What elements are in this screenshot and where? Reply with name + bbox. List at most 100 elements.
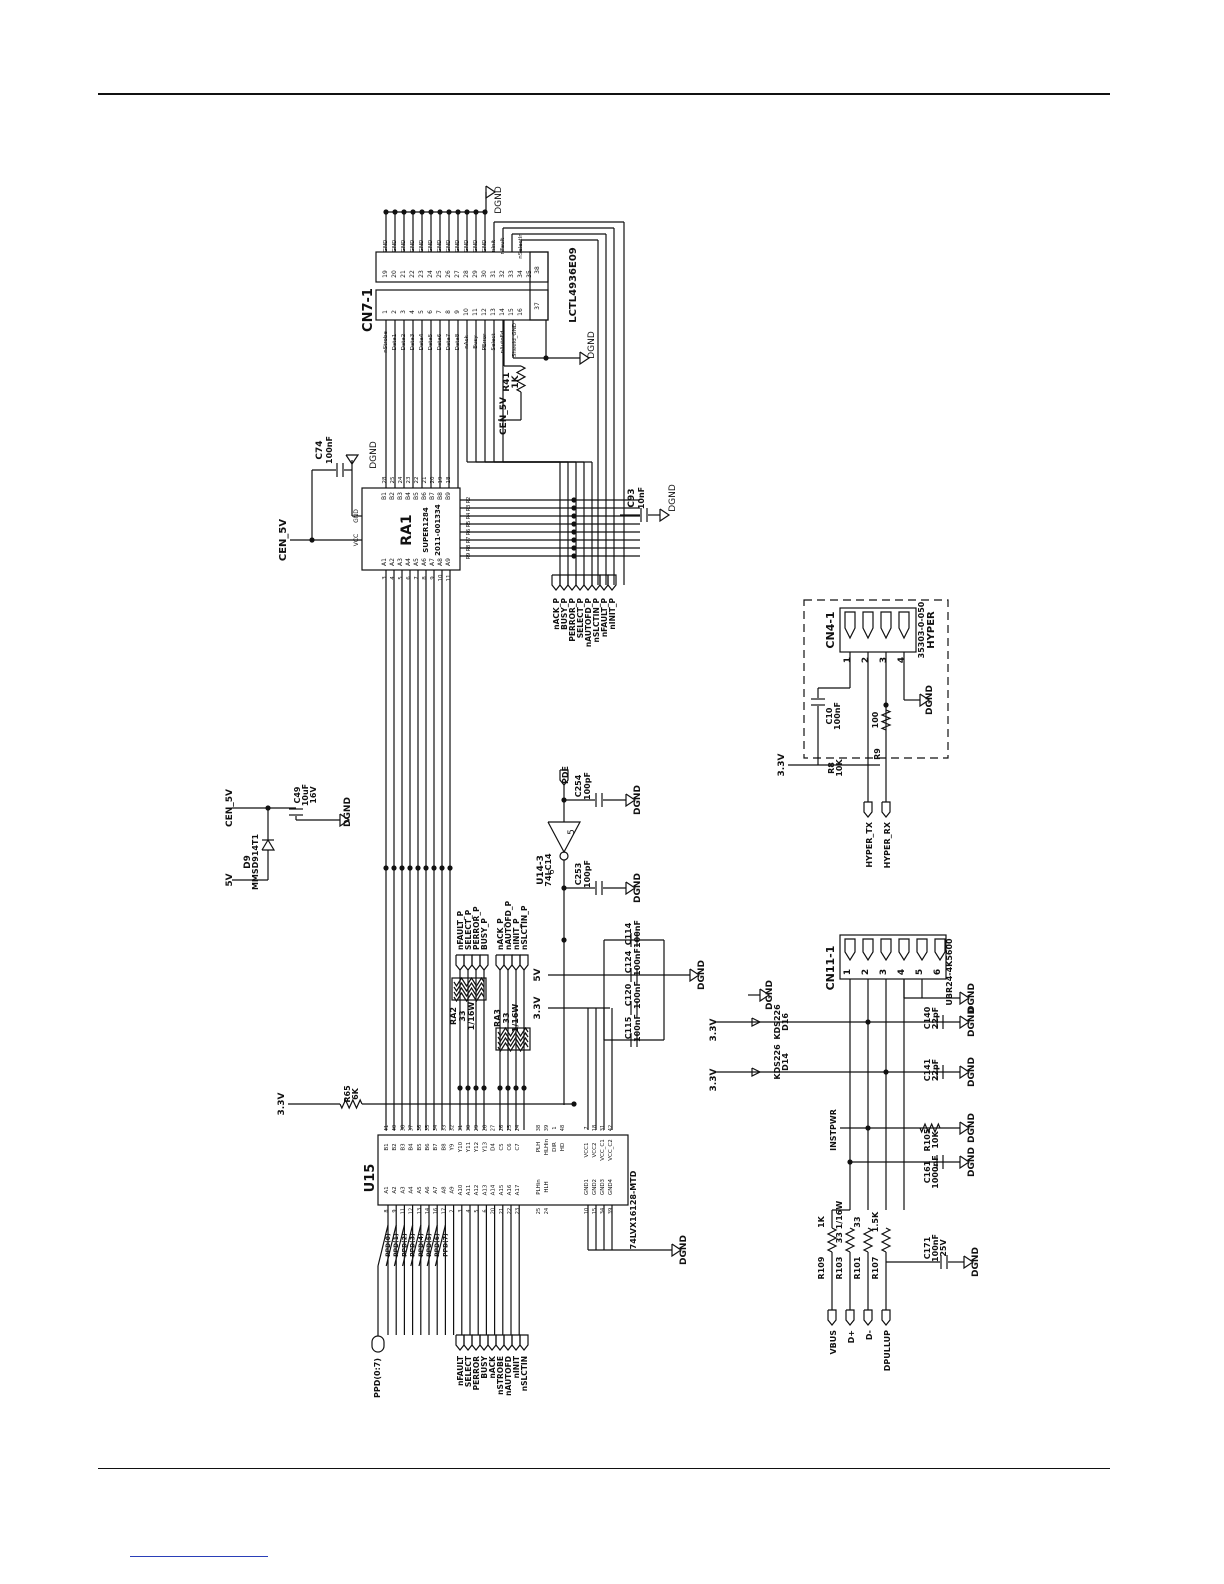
r8-val: 10K <box>835 759 844 777</box>
cn7-pin-num: 19 <box>382 270 389 278</box>
ra2-flag <box>463 954 473 971</box>
ra1-a-pin: A6 <box>421 558 428 566</box>
footer-link[interactable] <box>130 1556 268 1557</box>
junction-dot <box>383 209 389 215</box>
d14-part: KDS226 <box>773 1044 782 1080</box>
c140-ref: C140 <box>923 1006 932 1029</box>
c140-val: 22pF <box>931 1007 940 1029</box>
r103-resistor <box>844 1227 856 1253</box>
u15-b-num: 35 <box>425 1125 431 1131</box>
junction-dot <box>383 865 389 871</box>
junction-dot <box>883 702 889 708</box>
cn7-pin-num: 24 <box>427 270 434 278</box>
r109-val: 1K <box>817 1215 826 1228</box>
cn7-pin-num: 26 <box>445 270 452 278</box>
ra1-r-pin: R7 <box>466 537 472 544</box>
hyper-rx-flag <box>881 801 891 818</box>
r105-resistor <box>919 1122 941 1134</box>
cn11-part: UBR24-4K5600 <box>945 938 954 1006</box>
ppd-bit-label: PPD(6) <box>434 1233 441 1257</box>
u15-b-num: 28 <box>482 1125 488 1131</box>
cn7-pin-label: nAck <box>464 335 470 349</box>
cn7-pin-num: 12 <box>481 308 488 316</box>
ctrl-flag <box>503 1334 513 1351</box>
dgnd-label: DGND <box>633 873 643 903</box>
ra2-net-label: SELECT_P <box>464 909 473 950</box>
u15-vcc-pin: VCC1 <box>584 1143 590 1158</box>
parport-flag <box>559 574 569 591</box>
u15-vcc-num: 18 <box>592 1125 598 1131</box>
u15-ctrl-pin: HLHin <box>544 1138 550 1155</box>
ra1-r-pin: R3 <box>466 505 472 512</box>
cn7-pin-label: nFault <box>500 237 506 255</box>
hyper-tx-flag <box>863 801 873 818</box>
c171-val: 100nF <box>931 1234 940 1262</box>
pde-label: PDE <box>561 766 570 784</box>
cn7-pin-label: Data3 <box>410 333 416 350</box>
u14-pin: 5 <box>567 829 577 835</box>
ctrl-flag <box>463 1334 473 1351</box>
cn11-contact <box>934 938 946 962</box>
ra1-a-pin: A4 <box>405 558 412 566</box>
u15-b-pin: B3 <box>400 1143 406 1151</box>
ra1-a-pin: A5 <box>413 558 420 566</box>
r9-ref: R9 <box>873 748 882 760</box>
cn7-pin-num: 23 <box>418 270 425 278</box>
c49-val: 10uF <box>301 784 310 806</box>
cn7-pin-num: 1 <box>382 310 389 314</box>
parport-flag <box>583 574 593 591</box>
u15-b-pin: C7 <box>515 1143 521 1151</box>
u15-a-pin: A14 <box>491 1184 497 1195</box>
u15-ctrl-num: 38 <box>536 1125 542 1131</box>
ppd-bus-label: PPD(0:7) <box>373 1358 382 1398</box>
5v-rail-label: 5V <box>533 968 543 981</box>
c124-ref: C124 <box>624 950 633 973</box>
ppd-entry <box>402 1224 414 1267</box>
ra1-a-num: 4 <box>390 576 396 580</box>
junction-dot <box>561 937 567 943</box>
u15-gnd-pin: GND4 <box>608 1178 614 1195</box>
ra1-a-num: 7 <box>414 576 420 580</box>
33v-label: 3.3V <box>277 1093 287 1116</box>
r41-val: 1K <box>511 374 521 388</box>
cn4-pin: 4 <box>897 657 907 663</box>
ra1-b-num: 23 <box>406 476 412 483</box>
parport-net-label: BUSY_P <box>560 598 569 630</box>
cn7-pin-label: GND <box>419 240 425 253</box>
u15-a-pin: A12 <box>474 1185 480 1196</box>
c120-ref: C120 <box>624 983 633 1006</box>
ra2-w: 1/16W <box>467 1002 476 1031</box>
u15-a-pin: A6 <box>425 1186 431 1194</box>
junction-dot <box>419 209 425 215</box>
c115-ref: C115 <box>624 1016 633 1039</box>
ra2-flag <box>471 954 481 971</box>
c141-val: 22pF <box>931 1059 940 1081</box>
ppd-entry <box>410 1224 422 1267</box>
ra3-net-label: nSLCTIN_P <box>520 905 529 950</box>
u15-gnd-num: 15 <box>592 1208 598 1214</box>
u15-a-num: 9 <box>392 1209 398 1212</box>
cen5v-left-label: CEN_5V <box>278 519 289 561</box>
r101-val: 33 <box>853 1216 862 1227</box>
ra1-b-pin: B3 <box>397 492 404 500</box>
ctrl-flag <box>511 1334 521 1351</box>
u15-b-num: 32 <box>450 1125 456 1131</box>
c74-val: 100nF <box>325 436 334 464</box>
junction-dot <box>392 209 398 215</box>
d16-dgnd <box>759 988 771 1003</box>
c120-val: 100nF <box>633 981 642 1009</box>
u15-ctrl-num: 39 <box>544 1125 550 1131</box>
parport-flag <box>567 574 577 591</box>
junction-dot <box>543 355 549 361</box>
ra2-flag <box>455 954 465 971</box>
r101-resistor <box>862 1227 874 1253</box>
ppd-entry <box>385 1224 397 1267</box>
u15-b-num: 38 <box>400 1125 406 1131</box>
ra1-r-pin: R9 <box>466 553 472 560</box>
u15-a-num: 21 <box>499 1208 505 1214</box>
cn7-pin-num: 5 <box>418 310 425 314</box>
header-rule <box>98 93 1110 95</box>
cn7-pin-num: 8 <box>445 310 452 314</box>
c114-ref: C114 <box>624 922 633 945</box>
